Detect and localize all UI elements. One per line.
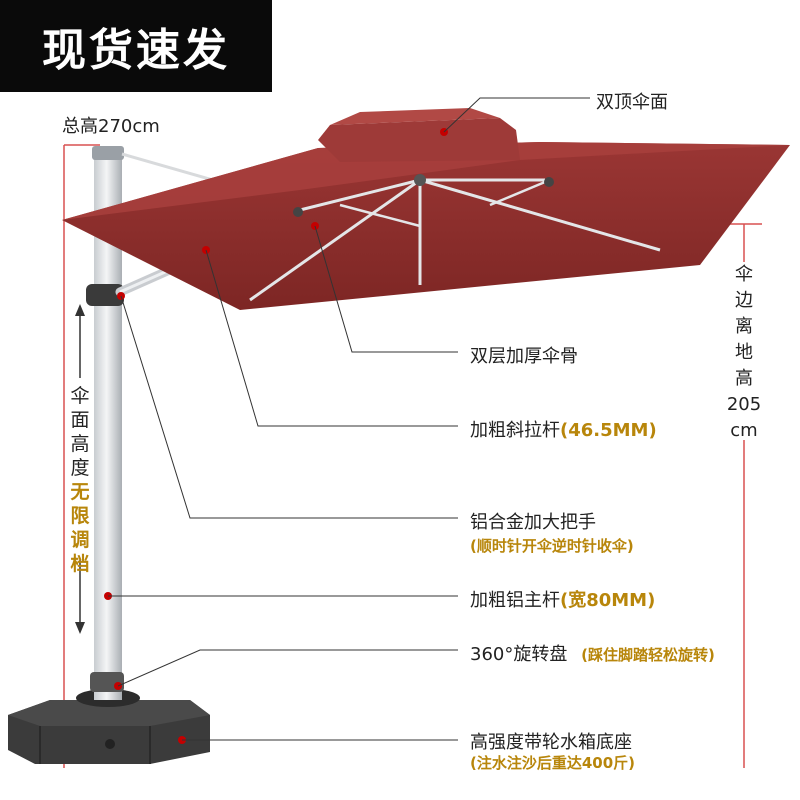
double-ribs-label: 双层加厚伞骨 bbox=[470, 346, 578, 367]
main-pole-name: 加粗铝主杆 bbox=[470, 590, 560, 611]
adjustable-char: 档 bbox=[70, 553, 90, 575]
water-tank-base bbox=[8, 689, 210, 764]
edge-height-char: 离 bbox=[735, 316, 753, 337]
base-label: 高强度带轮水箱底座 bbox=[470, 732, 632, 753]
edge-height-unit: cm bbox=[730, 420, 758, 441]
double-top-label: 双顶伞面 bbox=[596, 92, 668, 113]
canopy-height-vertical: 伞 面 高 度 无 限 调 档 bbox=[68, 384, 92, 576]
canopy-height-char: 度 bbox=[70, 457, 90, 479]
main-pole-spec: (宽80MM) bbox=[560, 590, 656, 611]
edge-height-value: 205 bbox=[726, 394, 762, 415]
strut-name: 加粗斜拉杆 bbox=[470, 420, 560, 441]
base-sub: (注水注沙后重达400斤) bbox=[470, 754, 636, 772]
handle-sub: (顺时针开伞逆时针收伞) bbox=[470, 537, 634, 555]
edge-height-char: 高 bbox=[735, 368, 753, 389]
strut-spec: (46.5MM) bbox=[560, 420, 657, 441]
canopy-height-char: 伞 bbox=[70, 385, 90, 407]
adjustable-char: 调 bbox=[70, 529, 90, 551]
handle-label: 铝合金加大把手 bbox=[470, 512, 596, 533]
total-height-label: 总高270cm bbox=[62, 116, 160, 137]
canopy bbox=[62, 108, 790, 310]
leader-lines bbox=[108, 97, 590, 741]
edge-height-char: 地 bbox=[735, 342, 753, 363]
turntable-label: 360°旋转盘 (踩住脚踏轻松旋转) bbox=[470, 640, 715, 666]
strut-label: 加粗斜拉杆(46.5MM) bbox=[470, 416, 657, 442]
canopy-height-char: 面 bbox=[70, 409, 90, 431]
canopy-height-arrow bbox=[75, 304, 85, 634]
turntable-name: 360°旋转盘 bbox=[470, 644, 568, 665]
edge-height-char: 边 bbox=[735, 290, 753, 311]
in-stock-badge: 现货速发 bbox=[0, 0, 272, 92]
adjustable-char: 无 bbox=[70, 481, 90, 503]
turntable-sub: (踩住脚踏轻松旋转) bbox=[581, 646, 715, 664]
adjustable-char: 限 bbox=[70, 505, 90, 527]
edge-height-char: 伞 bbox=[735, 264, 753, 285]
edge-height-vertical: 伞 边 离 地 高 205 cm bbox=[726, 262, 762, 444]
canopy-height-char: 高 bbox=[70, 433, 90, 455]
total-height-dimension bbox=[63, 144, 100, 768]
main-pole-label: 加粗铝主杆(宽80MM) bbox=[470, 586, 655, 612]
